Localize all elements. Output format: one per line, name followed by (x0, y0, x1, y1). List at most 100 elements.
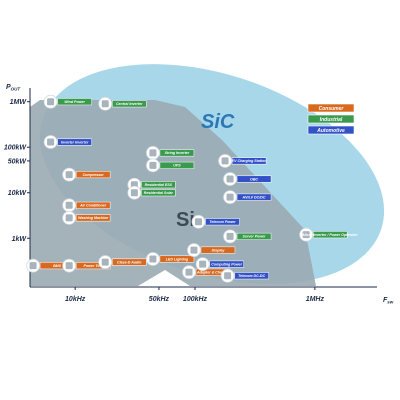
label-hv-lv-dc-dc: HV/LV DC/DC (243, 195, 266, 199)
label-telecom-dc-dc: Telecom DC-DC (238, 274, 265, 278)
point-residential-solar: Residential Solar (127, 185, 176, 200)
label-air-conditioner: Air Conditioner (79, 204, 107, 208)
legend-swatch-industrial (307, 114, 355, 124)
icon-glyph-bms (29, 262, 37, 270)
icon-glyph-power-tool (65, 262, 73, 270)
y-tick-label-10kw: 10kW (8, 190, 28, 197)
icon-glyph-string-inverter (149, 149, 157, 157)
point-micro-inverter-power-optimizer: Micro Inverter / Power Optimizer (299, 227, 358, 242)
label-display: Display (212, 248, 226, 252)
label-compressor: Compressor (83, 173, 105, 177)
icon-glyph-compressor (65, 171, 73, 179)
label-box-server-power (236, 232, 272, 240)
icon-glyph-micro-inverter-power-optimizer (302, 231, 310, 239)
label-inverter-inverter: Inverter Inverter (61, 140, 89, 144)
label-ev-charging-station: EV Charging Station (232, 159, 268, 163)
point-display: Display (187, 243, 236, 257)
label-box-led-lighting (159, 255, 195, 263)
label-box-inverter-inverter (57, 138, 92, 146)
legend: Consumer Industrial Automotive (307, 103, 355, 135)
label-box-ev-charging-station (231, 157, 267, 165)
point-inverter-inverter: Inverter Inverter (43, 135, 92, 149)
label-box-wind-power (57, 98, 92, 106)
legend-swatch-consumer (307, 103, 355, 113)
x-axis-title: Fsw (383, 297, 394, 305)
sic-region-label: SiC (201, 111, 235, 133)
icon-glyph-adapter-charger (185, 268, 193, 276)
point-computing-power: Computing Power (195, 257, 244, 272)
label-obc: OBC (250, 177, 258, 181)
point-led-lighting: LED Lighting (146, 252, 195, 266)
y-tick-label-100kw: 100kW (4, 145, 28, 152)
icon-glyph-inverter-inverter (47, 138, 55, 146)
icon-glyph-computing-power (199, 260, 207, 268)
icon-glyph-obc (226, 175, 234, 183)
point-obc: OBC (223, 172, 272, 186)
label-box-hv-lv-dc-dc (236, 193, 272, 201)
icon-glyph-display (190, 246, 198, 254)
legend-label-consumer: Consumer (319, 106, 345, 112)
icon-glyph-hv-lv-dc-dc (226, 193, 234, 201)
label-class-d-audio: Class-D Audio (117, 260, 142, 264)
point-telecom-power: Telecom Power (191, 214, 240, 229)
icon-glyph-washing-machine (65, 214, 73, 222)
legend-label-automotive: Automotive (316, 128, 345, 134)
point-bms: BMS (26, 258, 75, 273)
point-server-power: Server Power (223, 229, 272, 244)
label-string-inverter: String Inverter (165, 151, 190, 155)
label-box-air-conditioner (75, 201, 111, 209)
label-box-compressor (75, 171, 111, 179)
icon-glyph-server-power (226, 232, 234, 240)
label-box-computing-power (209, 260, 244, 268)
label-box-ups (159, 161, 195, 169)
label-led-lighting: LED Lighting (166, 257, 189, 261)
x-tick-label-10khz: 10kHz (65, 296, 86, 303)
x-tick-label-50khz: 50kHz (149, 296, 170, 303)
point-central-inverter: Central Inverter (98, 96, 147, 111)
x-tick-label-100khz: 100kHz (183, 296, 208, 303)
icon-glyph-ev-charging-station (221, 157, 229, 165)
point-class-d-audio: Class-D Audio (98, 255, 147, 269)
icon-glyph-telecom-dc-dc (224, 272, 232, 280)
point-ev-charging-station: EV Charging Station (218, 154, 268, 168)
point-wind-power: Wind Power (43, 94, 92, 109)
point-compressor: Compressor (62, 167, 111, 182)
label-box-class-d-audio (111, 258, 147, 266)
point-adapter-charger: Adapter & Charger (182, 265, 231, 280)
legend-label-industrial: Industrial (320, 117, 343, 123)
label-box-washing-machine (75, 214, 111, 222)
x-tick-label-1mhz: 1MHz (306, 296, 325, 303)
label-bms: BMS (53, 264, 62, 268)
icon-glyph-central-inverter (101, 100, 109, 108)
label-adapter-charger: Adapter & Charger (196, 270, 230, 274)
point-washing-machine: Washing Machine (62, 211, 111, 225)
y-tick-label-1kw: 1kW (12, 236, 28, 243)
label-box-telecom-dc-dc (234, 272, 269, 280)
label-box-residential-ess (141, 181, 176, 189)
legend-swatch-automotive (307, 125, 355, 135)
label-central-inverter: Central Inverter (116, 102, 143, 106)
label-residential-solar: Residential Solar (144, 191, 174, 195)
label-washing-machine: Washing Machine (78, 216, 108, 220)
label-telecom-power: Telecom Power (209, 220, 236, 224)
y-tick-label-1mw: 1MW (10, 99, 28, 106)
label-ups: UPS (173, 164, 181, 168)
label-box-micro-inverter-power-optimizer (312, 231, 348, 239)
icon-glyph-class-d-audio (101, 258, 109, 266)
point-ups: UPS (146, 158, 195, 173)
point-hv-lv-dc-dc: HV/LV DC/DC (223, 190, 272, 205)
point-air-conditioner: Air Conditioner (62, 198, 111, 213)
label-residential-ess: Residential ESS (145, 183, 173, 187)
label-box-obc (236, 175, 272, 183)
axis-ticks: 10kHz 50kHz 100kHz 1MHz 1MW 100kW 50kW 10kW 1kW (4, 99, 325, 303)
y-tick-label-50kw: 50kW (8, 158, 28, 165)
label-box-residential-solar (141, 189, 176, 197)
label-box-display (200, 246, 236, 254)
y-axis-title: POUT (6, 84, 21, 92)
si-region-label: Si (176, 209, 195, 231)
label-computing-power: Computing Power (211, 262, 242, 266)
label-box-string-inverter (159, 149, 195, 157)
icon-glyph-telecom-power (194, 218, 202, 226)
